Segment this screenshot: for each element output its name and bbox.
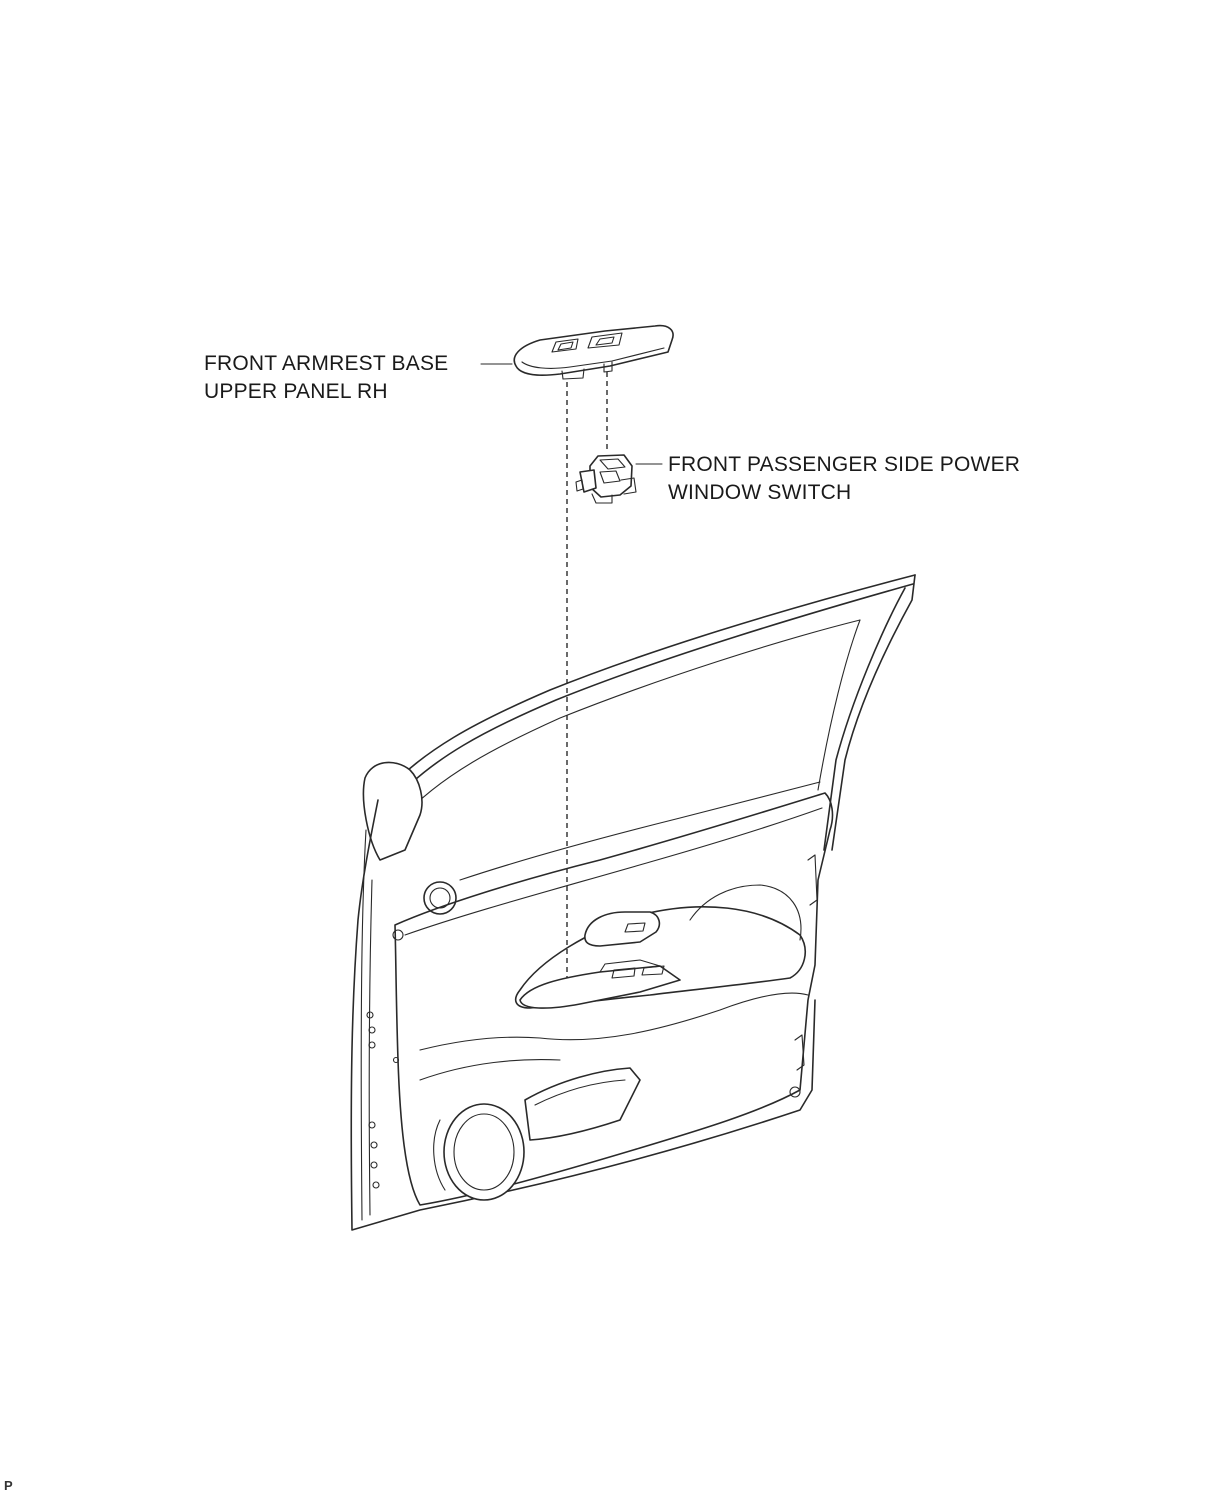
callout-armrest-line1: FRONT ARMREST BASE [204, 352, 449, 375]
callout-armrest-line2: UPPER PANEL RH [204, 380, 388, 403]
armrest-upper-panel-drawing [513, 324, 674, 380]
front-door-drawing [350, 574, 916, 1231]
callout-switch-line2: WINDOW SWITCH [668, 481, 852, 504]
callout-switch-line1: FRONT PASSENGER SIDE POWER [668, 453, 1021, 476]
callout-armrest-upper-panel: FRONT ARMREST BASE UPPER PANEL RH [204, 350, 448, 406]
footer-mark: P [4, 1478, 13, 1493]
window-switch-drawing [575, 454, 637, 504]
callout-power-window-switch: FRONT PASSENGER SIDE POWER WINDOW SWITCH [668, 451, 1020, 507]
